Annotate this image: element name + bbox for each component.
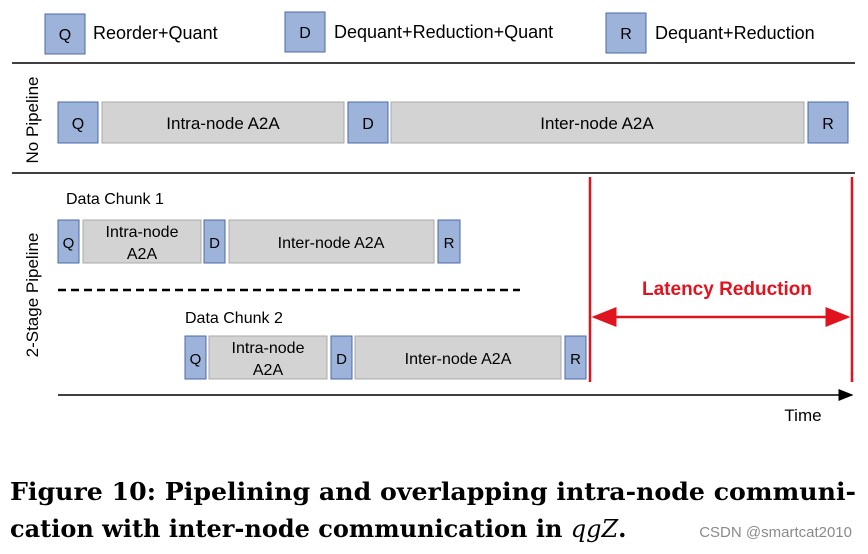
np-r-text: R: [822, 116, 834, 133]
np-q-block: [57, 101, 99, 144]
legend-d-key: D: [299, 25, 311, 42]
csdn-watermark: CSDN @smartcat2010: [699, 524, 852, 541]
c2-r-block: [564, 335, 587, 380]
c2-d-block: [330, 335, 353, 380]
legend-item-q: Q Reorder+Quant: [44, 13, 218, 55]
np-q-text: Q: [72, 116, 84, 133]
c1-intra-block: [82, 219, 202, 264]
no-pipeline-row: No Pipeline Q Intra-node A2A D Inter-nod…: [23, 77, 849, 164]
caption-line-2-math: qgZ: [571, 515, 620, 543]
latency-reduction-label: Latency Reduction: [642, 279, 812, 300]
c1-inter-block: [228, 219, 435, 264]
data-chunk-2: Data Chunk 2 Q Intra-node A2A D Inter-no…: [184, 310, 587, 380]
time-axis-label: Time: [784, 406, 821, 425]
caption-line-2-text: cation with inter-node communication in: [10, 514, 571, 543]
c2-inter-text: Inter-node A2A: [405, 351, 512, 368]
np-d-text: D: [362, 116, 374, 133]
legend-r-swatch: [605, 12, 647, 54]
legend-d-label: Dequant+Reduction+Quant: [334, 22, 553, 42]
legend-q-key: Q: [59, 27, 71, 44]
c1-r-text: R: [444, 235, 455, 252]
c1-intra-text-2: A2A: [127, 246, 158, 263]
chunk2-title: Data Chunk 2: [185, 310, 283, 327]
caption-line-2: cation with inter-node communication in …: [10, 514, 627, 543]
np-inter-block: [390, 101, 805, 144]
two-stage-row: 2-Stage Pipeline Data Chunk 1 Q Intra-no…: [23, 191, 587, 380]
c1-q-text: Q: [63, 235, 75, 252]
np-intra-text: Intra-node A2A: [166, 114, 280, 133]
c2-q-block: [184, 335, 207, 380]
c2-inter-block: [354, 335, 562, 380]
c1-q-block: [57, 219, 80, 264]
c1-inter-text: Inter-node A2A: [278, 235, 385, 252]
legend-r-label: Dequant+Reduction: [655, 23, 815, 43]
legend-item-d: D Dequant+Reduction+Quant: [284, 11, 553, 53]
np-r-block: [807, 101, 849, 144]
caption-line-2-end: .: [618, 514, 626, 543]
caption-line-1: Figure 10: Pipelining and overlapping in…: [10, 477, 856, 506]
c2-intra-text-1: Intra-node: [232, 340, 305, 357]
legend-q-swatch: [44, 13, 86, 55]
c2-r-text: R: [570, 351, 581, 368]
legend-q-label: Reorder+Quant: [93, 23, 218, 43]
c1-d-block: [203, 219, 226, 264]
np-d-block: [347, 101, 389, 144]
c1-intra-text-1: Intra-node: [106, 224, 179, 241]
latency-reduction-annotation: Latency Reduction: [588, 177, 854, 382]
chunk1-title: Data Chunk 1: [66, 191, 164, 208]
np-intra-block: [101, 101, 345, 144]
c1-r-block: [437, 219, 461, 264]
c2-q-text: Q: [190, 351, 202, 368]
two-stage-label: 2-Stage Pipeline: [23, 233, 42, 358]
legend-item-r: R Dequant+Reduction: [605, 12, 815, 54]
figure-caption: Figure 10: Pipelining and overlapping in…: [10, 477, 856, 543]
c1-d-text: D: [209, 235, 220, 252]
data-chunk-1: Data Chunk 1 Q Intra-node A2A D Inter-no…: [57, 191, 461, 264]
legend-d-swatch: [284, 11, 326, 53]
c2-d-text: D: [336, 351, 347, 368]
c2-intra-text-2: A2A: [253, 362, 284, 379]
legend-r-key: R: [620, 26, 632, 43]
legend: Q Reorder+Quant D Dequant+Reduction+Quan…: [44, 11, 815, 55]
c2-intra-block: [208, 335, 328, 380]
no-pipeline-label: No Pipeline: [23, 77, 42, 164]
np-inter-text: Inter-node A2A: [540, 114, 654, 133]
time-axis: Time: [58, 389, 854, 425]
